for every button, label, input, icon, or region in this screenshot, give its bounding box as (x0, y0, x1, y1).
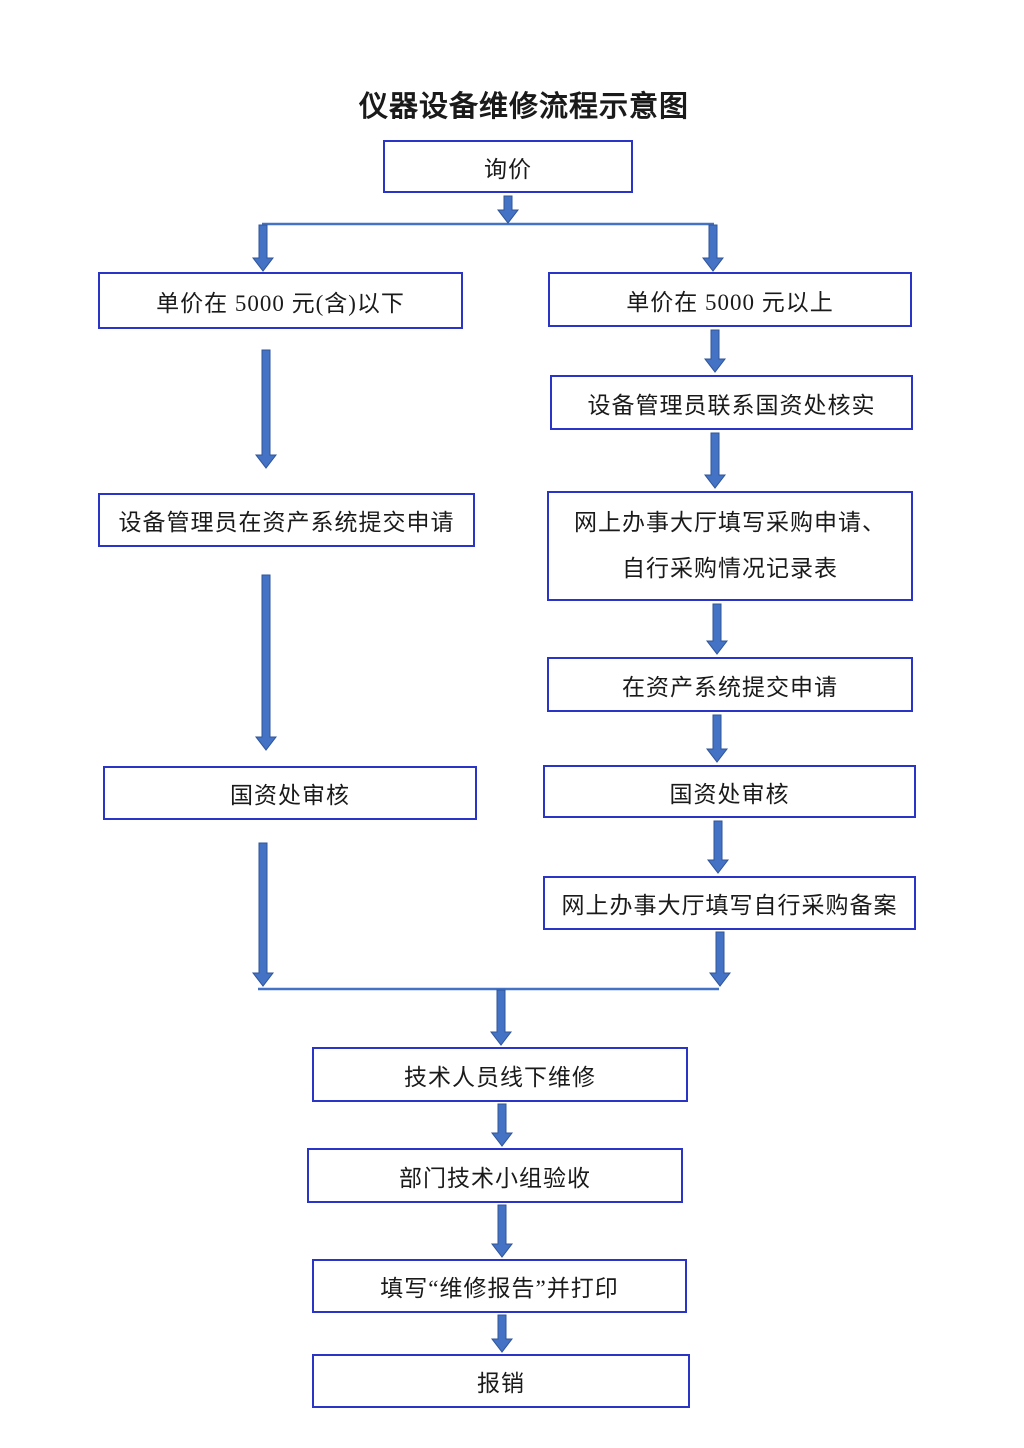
arrow-right-branch-to-verify (703, 329, 727, 373)
arrow-left-review-to-merge (251, 842, 275, 987)
node-right-review: 国资处审核 (543, 765, 916, 818)
node-right-online-line2: 自行采购情况记录表 (622, 555, 838, 581)
arrow-inquiry-to-split (496, 195, 520, 224)
node-right-online: 网上办事大厅填写采购申请、 自行采购情况记录表 (547, 491, 913, 601)
arrow-left-submit-to-left-review (254, 574, 278, 751)
arrow-repair-to-acceptance (490, 1103, 514, 1147)
arrow-asset-to-right-review (705, 714, 729, 763)
node-acceptance: 部门技术小组验收 (307, 1148, 683, 1203)
node-right-verify: 设备管理员联系国资处核实 (550, 375, 913, 430)
node-reimburse: 报销 (312, 1354, 690, 1408)
arrow-right-review-to-record (706, 820, 730, 874)
node-right-branch: 单价在 5000 元以上 (548, 272, 912, 327)
arrow-report-to-reimburse (490, 1314, 514, 1353)
arrow-record-to-merge (708, 931, 732, 987)
node-inquiry: 询价 (383, 140, 633, 193)
node-right-online-line1: 网上办事大厅填写采购申请、 (574, 510, 886, 536)
arrow-merge-to-repair (489, 989, 513, 1046)
node-left-review: 国资处审核 (103, 766, 477, 820)
arrow-verify-to-online (703, 432, 727, 489)
node-left-branch: 单价在 5000 元(含)以下 (98, 272, 463, 329)
arrow-online-to-asset (705, 603, 729, 655)
node-right-asset: 在资产系统提交申请 (547, 657, 913, 712)
node-report: 填写“维修报告”并打印 (312, 1259, 687, 1313)
node-right-record: 网上办事大厅填写自行采购备案 (543, 876, 916, 930)
arrow-split-to-right-branch (701, 224, 725, 272)
node-left-submit: 设备管理员在资产系统提交申请 (98, 493, 475, 547)
arrow-split-to-left-branch (251, 224, 275, 272)
page-title: 仪器设备维修流程示意图 (358, 91, 689, 123)
arrow-left-branch-to-left-submit (254, 349, 278, 469)
arrow-acceptance-to-report (490, 1204, 514, 1258)
node-repair: 技术人员线下维修 (312, 1047, 688, 1102)
